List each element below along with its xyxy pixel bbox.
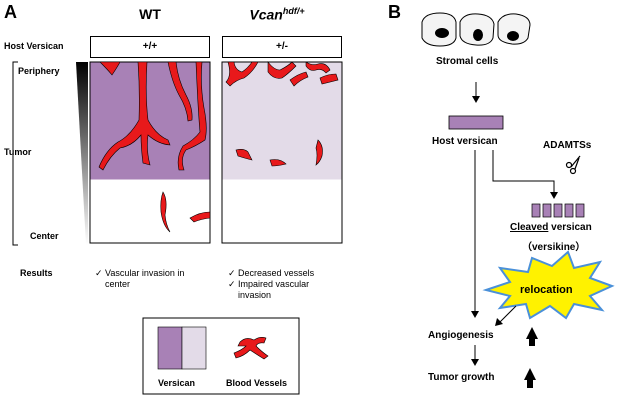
results-label: Results <box>20 268 53 278</box>
mutant-column-title: Vcanhdf/+ <box>249 6 305 23</box>
gradient-wedge <box>76 62 88 245</box>
legend-versican-dark <box>157 326 183 370</box>
legend-vessel-icon <box>233 337 269 360</box>
relocation-label: relocation <box>520 284 573 296</box>
stromal-cells-label: Stromal cells <box>436 56 499 67</box>
legend-vessels-label: Blood Vessels <box>226 378 288 388</box>
tumor-bracket <box>12 61 18 246</box>
mutant-genotype-box: +/- <box>222 36 342 58</box>
host-versican-row-label: Host Versican <box>4 41 64 51</box>
mutant-results: ✓ Decreased vessels ✓ Impaired vascular … <box>228 268 315 300</box>
cleaved-versican-label: Cleaved versican <box>510 222 592 233</box>
tumor-growth-up-arrow <box>524 368 536 388</box>
mutant-vessel-1 <box>225 61 259 87</box>
legend-versican-label: Versican <box>158 378 196 388</box>
angiogenesis-up-arrow <box>526 327 538 346</box>
tumor-growth-label: Tumor growth <box>428 372 495 383</box>
wt-column-title: WT <box>139 6 161 22</box>
host-versican-label: Host versican <box>432 136 498 147</box>
panel-b-letter: B <box>388 2 401 22</box>
legend-versican-light <box>181 326 207 370</box>
periphery-label: Periphery <box>18 66 60 76</box>
scissors-icon <box>565 155 581 175</box>
tumor-label: Tumor <box>4 147 32 157</box>
versikine-label: （versikine） <box>522 242 586 253</box>
wt-vessel-1 <box>98 61 171 171</box>
adamts-label: ADAMTSs <box>543 140 592 151</box>
wt-results: ✓ Vascular invasion in center <box>95 268 185 289</box>
host-versican-bar <box>448 115 504 130</box>
wt-genotype-box: +/+ <box>90 36 210 58</box>
stromal-cells-icons <box>421 12 531 47</box>
center-label: Center <box>30 231 59 241</box>
wt-versican-region <box>90 62 210 180</box>
angiogenesis-label: Angiogenesis <box>428 330 494 341</box>
relocation-burst <box>482 250 615 320</box>
panel-a-letter: A <box>4 2 17 22</box>
cleaved-versican-fragments <box>531 203 585 218</box>
